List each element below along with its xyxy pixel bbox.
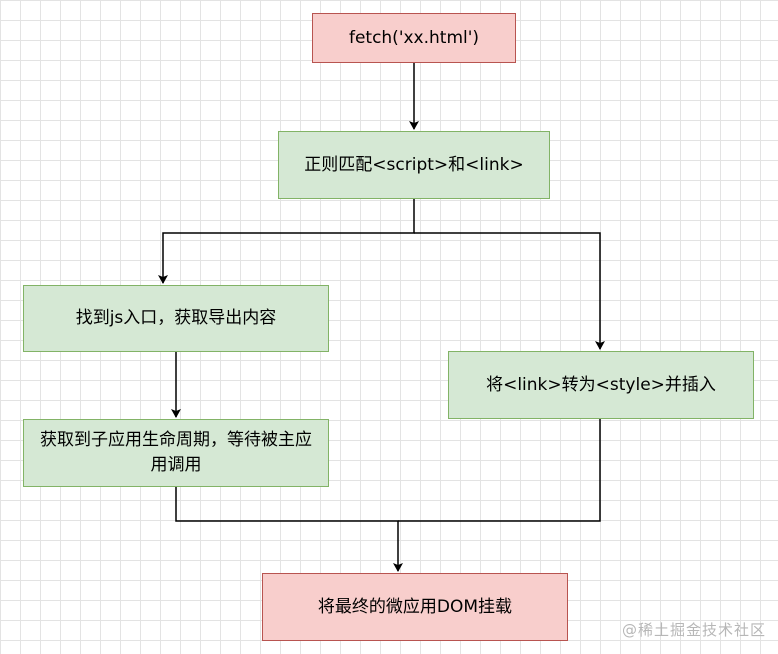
fetch-node: fetch('xx.html') (312, 13, 516, 63)
fetch-label: fetch('xx.html') (348, 27, 480, 48)
js-entry-node: 找到js入口，获取导出内容 (23, 285, 329, 352)
link-to-style-node: 将<link>转为<style>并插入 (448, 351, 754, 419)
link-to-style-label: 将<link>转为<style>并插入 (486, 374, 716, 395)
edge-lifecycle-to-mount (175, 487, 403, 572)
regex-match-node: 正则匹配<script>和<link> (278, 131, 550, 199)
mount-node: 将最终的微应用DOM挂载 (262, 573, 568, 641)
regex-match-label: 正则匹配<script>和<link> (304, 154, 524, 175)
edge-regex-to-link (414, 232, 605, 350)
js-entry-label: 找到js入口，获取导出内容 (75, 308, 277, 329)
lifecycle-node: 获取到子应用生命周期，等待被主应用调用 (23, 419, 329, 487)
edge-regex-to-js (158, 199, 415, 284)
lifecycle-label: 获取到子应用生命周期，等待被主应用调用 (40, 430, 312, 475)
mount-label: 将最终的微应用DOM挂载 (317, 596, 513, 617)
edge-link-to-mount (398, 419, 601, 522)
watermark: @稀土掘金技术社区 (621, 621, 766, 639)
